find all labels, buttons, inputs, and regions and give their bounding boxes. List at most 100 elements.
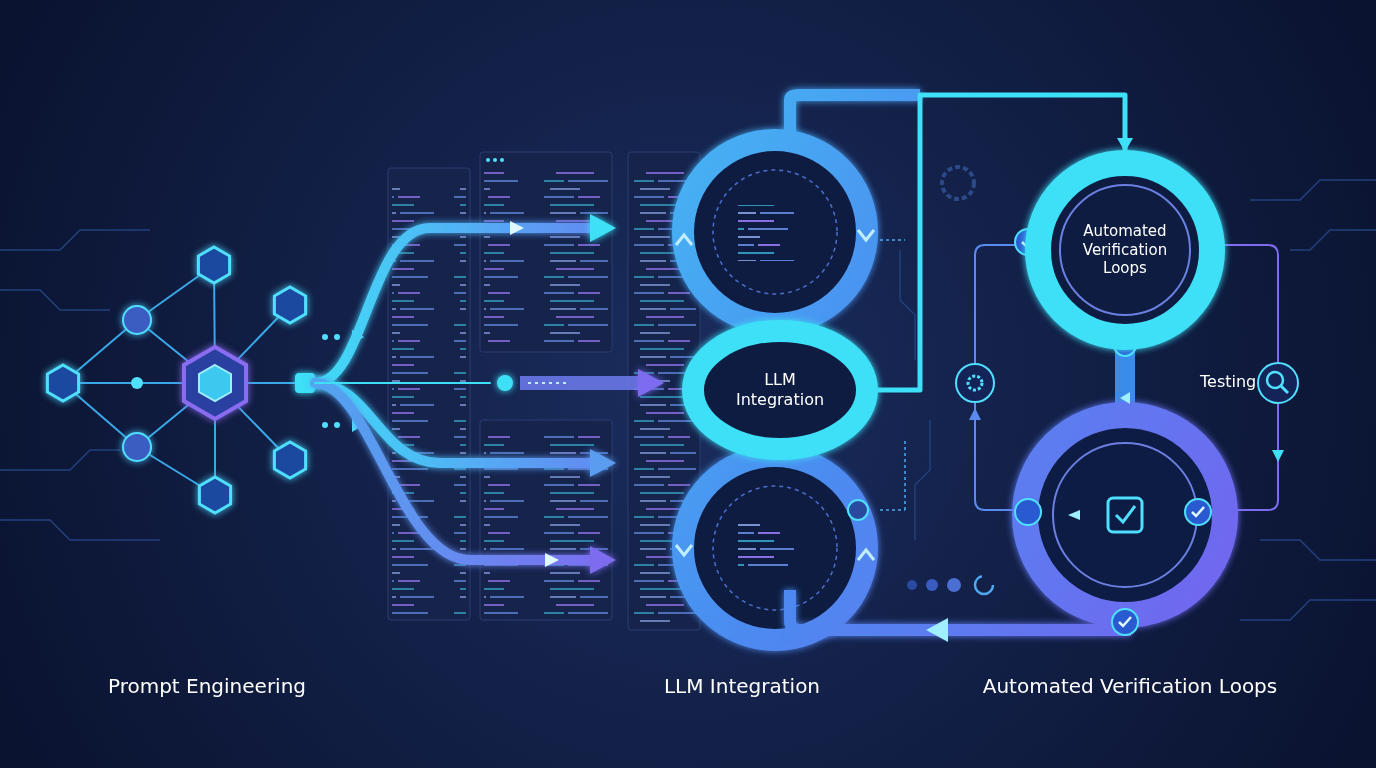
magnifier-icon	[1258, 363, 1298, 403]
network-hexagons	[47, 247, 305, 513]
side-label: Testing	[1200, 372, 1256, 391]
column-caption: Automated Verification Loops	[905, 674, 1355, 698]
circuit-trace	[0, 230, 150, 250]
gear-dot	[848, 500, 868, 520]
code-panel	[480, 420, 612, 620]
loop-band	[790, 95, 920, 140]
inner-ring	[1053, 443, 1197, 587]
code-lines	[392, 184, 466, 614]
loop-node: Automated Verification Loops	[1025, 150, 1225, 350]
column-caption: LLM Integration	[592, 674, 892, 698]
dashed-line	[880, 509, 905, 511]
code-panel	[480, 152, 612, 352]
dotted-node	[123, 306, 151, 334]
circuit-trace	[1240, 600, 1376, 620]
chevron	[676, 545, 692, 555]
hexagon-node	[274, 287, 305, 323]
node-ring	[693, 331, 867, 449]
flow-dot	[497, 375, 513, 391]
circuit-trace	[915, 420, 930, 540]
circuit-trace	[1250, 180, 1376, 200]
code-lines	[738, 205, 814, 261]
arrow-head	[1068, 510, 1080, 520]
hexagon-node	[198, 247, 229, 283]
node-text-group: Automated Verification Loops	[1066, 222, 1184, 278]
node-text-group: LLM Integration	[720, 370, 840, 410]
code-lines	[738, 522, 814, 572]
gear-icon	[956, 364, 994, 402]
chevron	[676, 235, 692, 245]
arrow-head	[590, 214, 616, 242]
circuit-trace	[0, 520, 160, 540]
code-lines	[484, 170, 608, 346]
column-caption: Prompt Engineering	[57, 674, 357, 698]
flow-branches	[315, 228, 640, 560]
network-links	[63, 265, 305, 495]
dashed-line	[904, 440, 906, 510]
arrow-head	[590, 449, 616, 477]
arrow-head	[1120, 392, 1130, 404]
flow-heads	[497, 214, 664, 574]
check-mark	[1192, 507, 1204, 516]
node-label: LLM Integration	[720, 370, 840, 410]
dot	[322, 334, 328, 340]
loop-node: LLM Integration	[682, 320, 878, 460]
window-dot	[486, 158, 490, 162]
gear-teeth	[968, 376, 982, 390]
circuit-trace	[900, 250, 915, 360]
check-mark	[1116, 506, 1135, 522]
gear-outline	[942, 167, 974, 199]
chevron	[858, 550, 874, 560]
check-point	[1185, 499, 1211, 525]
flow-line	[315, 382, 490, 384]
inner-ring	[713, 170, 837, 294]
circuit-trace	[0, 290, 110, 310]
node-label: Automated Verification Loops	[1066, 222, 1184, 278]
central-hexagon-core	[199, 365, 231, 401]
loop-ring	[1025, 415, 1225, 615]
play-mark	[545, 553, 559, 567]
arrow-head	[926, 618, 948, 642]
dot	[926, 579, 938, 591]
circuit-trace	[1290, 230, 1376, 250]
check-point	[1112, 609, 1138, 635]
hexagon-node	[47, 365, 78, 401]
arrow-head	[1272, 450, 1284, 462]
flow-branch	[315, 228, 592, 383]
magnifier-handle	[1281, 386, 1288, 393]
chevron	[858, 230, 874, 240]
hexagon-node	[274, 442, 305, 478]
verification-loops	[942, 167, 1298, 615]
dot	[334, 422, 340, 428]
arrow-head	[638, 369, 664, 397]
inner-ring	[1060, 185, 1190, 315]
dot	[907, 580, 917, 590]
check-mark	[1119, 617, 1131, 626]
dot	[334, 334, 340, 340]
check-point	[1015, 499, 1041, 525]
arrow-head	[590, 546, 616, 574]
circuit-trace	[0, 450, 120, 470]
node-ring	[1038, 163, 1212, 337]
magnifier-glass	[1267, 372, 1283, 388]
dot	[947, 578, 961, 592]
code-panel	[388, 168, 470, 620]
spinner	[975, 576, 993, 594]
hexagon-node	[199, 477, 230, 513]
play-mark	[510, 221, 524, 235]
dot	[322, 422, 328, 428]
window-dot	[493, 158, 497, 162]
flow-band	[520, 376, 640, 390]
middle-loops	[676, 95, 920, 640]
small-node	[131, 377, 143, 389]
dashed-line	[880, 239, 905, 241]
circuit-trace	[1260, 540, 1376, 560]
check-box	[1108, 498, 1142, 532]
dashed-line	[528, 382, 570, 384]
arrow-head	[969, 408, 981, 420]
dotted-node	[123, 433, 151, 461]
central-hexagon	[184, 347, 246, 419]
loop-ring	[683, 140, 867, 324]
